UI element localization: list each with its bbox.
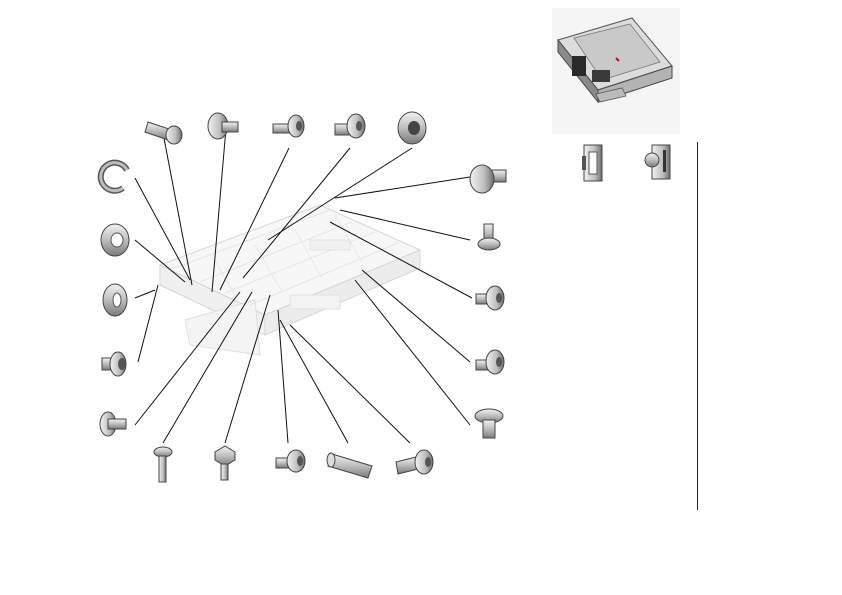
main-assembly [158,204,422,356]
mushroom-cap-icon [474,408,504,439]
dowel-pin-icon [326,452,373,479]
bracket-clip-icon [582,144,603,182]
screw-bottom-long-icon [153,446,173,483]
leader-lines [134,127,473,444]
washer-flat-icon [102,283,128,317]
section-divider [697,142,698,510]
flange-screw-icon [99,411,127,437]
shoulder-screw-top-2-icon [334,113,366,139]
shoulder-screw-right-1-icon [475,285,505,311]
standoff-icon [477,223,501,251]
shoulder-screw-bottom-icon [275,449,306,473]
assembly-thumbnail [552,8,680,134]
shoulder-screw-right-2-icon [475,349,505,375]
shoulder-screw-bottom-right-icon [395,449,434,475]
screw-bottom-hex-icon [214,445,236,481]
pin-head-icon [469,164,507,194]
latch-clip-icon [644,144,671,180]
screw-long-icon [144,121,183,145]
shoulder-screw-top-1-icon [272,114,305,138]
screw-flanged-top-icon [207,112,239,140]
washer-thick-icon [100,223,130,257]
shoulder-screw-icon [101,351,127,377]
assembly-overview-icon [557,17,673,104]
bushing-top-icon [397,111,427,145]
e-ring-clip-icon [97,159,130,194]
